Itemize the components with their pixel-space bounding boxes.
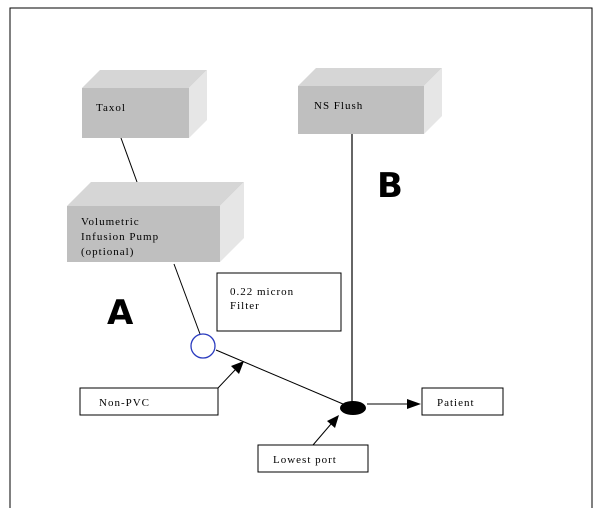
ns-flush-box: NS Flush <box>298 68 442 134</box>
filter-label-line-1: 0.22 micron <box>230 286 294 298</box>
infusion-pump-box: Volumetric Infusion Pump (optional) <box>67 182 244 262</box>
non-pvc-arrowhead <box>231 361 244 374</box>
non-pvc-arrow <box>217 369 236 389</box>
filter-to-port-line <box>215 349 344 405</box>
ns-flush-label: NS Flush <box>314 100 363 112</box>
pump-label-line-2: Infusion Pump <box>81 231 159 243</box>
lowest-port-symbol <box>340 401 366 415</box>
non-pvc-label: Non-PVC <box>99 397 150 409</box>
taxol-to-pump-line <box>120 137 138 183</box>
pump-to-filter-line <box>173 263 201 335</box>
filter-symbol <box>190 333 216 359</box>
filter-callout: 0.22 micron Filter <box>216 272 342 332</box>
patient-arrowhead <box>407 399 421 409</box>
taxol-label: Taxol <box>96 102 126 114</box>
patient-box: Patient <box>421 387 504 416</box>
filter-label-line-2: Filter <box>230 300 260 312</box>
patient-label: Patient <box>437 397 475 409</box>
line-label-b: B <box>377 166 403 206</box>
pump-label-line-3: (optional) <box>81 246 134 258</box>
line-label-a: A <box>107 293 134 333</box>
pump-label-line-1: Volumetric <box>81 216 140 228</box>
diagram-frame <box>9 7 593 508</box>
lowest-port-arrowhead <box>327 415 339 428</box>
non-pvc-callout: Non-PVC <box>79 361 244 416</box>
lowest-port-arrow <box>312 423 332 446</box>
lowest-port-label: Lowest port <box>273 454 337 466</box>
lowest-port-callout: Lowest port <box>257 415 369 473</box>
taxol-box: Taxol <box>82 70 207 138</box>
